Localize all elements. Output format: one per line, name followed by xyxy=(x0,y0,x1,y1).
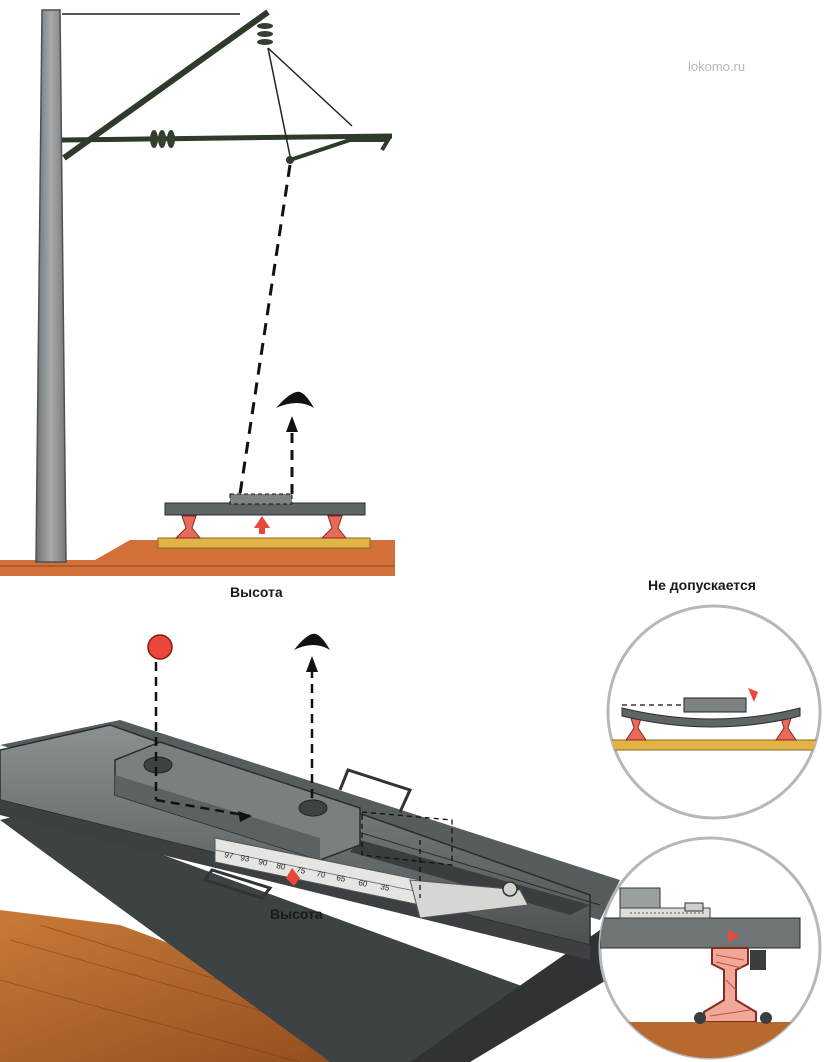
detail-rail-section xyxy=(598,836,822,1060)
bent-bar xyxy=(621,707,801,728)
wire-symbol-bottom xyxy=(294,633,330,650)
scale-tick: 93 xyxy=(240,853,251,864)
mast-pole xyxy=(35,9,67,563)
measure-arrows xyxy=(147,633,330,822)
scale-tick: 80 xyxy=(276,861,287,872)
slider-knob xyxy=(502,881,518,897)
bracket-arm xyxy=(61,133,393,143)
catenary-scene xyxy=(0,9,395,576)
gauge-bar-top xyxy=(164,502,366,516)
top-insulator xyxy=(257,23,273,45)
projection-line xyxy=(238,164,292,495)
not-allowed-label: Не допускается xyxy=(648,577,756,593)
rail-near xyxy=(0,810,560,1062)
rail-left xyxy=(174,515,202,539)
gauge-scene: 97 93 90 80 75 70 65 60 35 xyxy=(0,633,640,1062)
track-model-top xyxy=(157,493,371,549)
up-arrow-red xyxy=(254,516,270,534)
hole-left xyxy=(143,756,173,774)
height-label-top: Высота xyxy=(230,584,283,600)
insulator xyxy=(150,130,175,148)
hole-right xyxy=(298,799,328,817)
scale-tick: 90 xyxy=(258,857,269,868)
rail-right xyxy=(320,515,348,539)
scale-tick: 60 xyxy=(358,878,369,889)
scale-tick: 70 xyxy=(316,869,327,880)
watermark: lokomo.ru xyxy=(688,59,745,74)
detail-not-allowed xyxy=(606,604,822,820)
rail-symbol xyxy=(147,634,173,660)
sleeper xyxy=(157,537,371,549)
handle-front xyxy=(202,868,273,900)
wire-symbol xyxy=(276,391,314,408)
bracket-strut xyxy=(62,9,270,161)
height-label-bottom: Высота xyxy=(270,906,323,922)
beam-channel xyxy=(350,840,590,915)
scale-tick: 75 xyxy=(296,865,307,876)
handle-top xyxy=(338,768,413,813)
scale-ticks-group: 97 93 90 80 75 70 65 60 35 xyxy=(224,850,391,893)
scale-tick: 65 xyxy=(336,873,347,884)
slider xyxy=(409,879,529,919)
scale-tick: 35 xyxy=(380,882,391,893)
scale-tick: 97 xyxy=(224,850,235,861)
pointer-red xyxy=(286,868,300,886)
